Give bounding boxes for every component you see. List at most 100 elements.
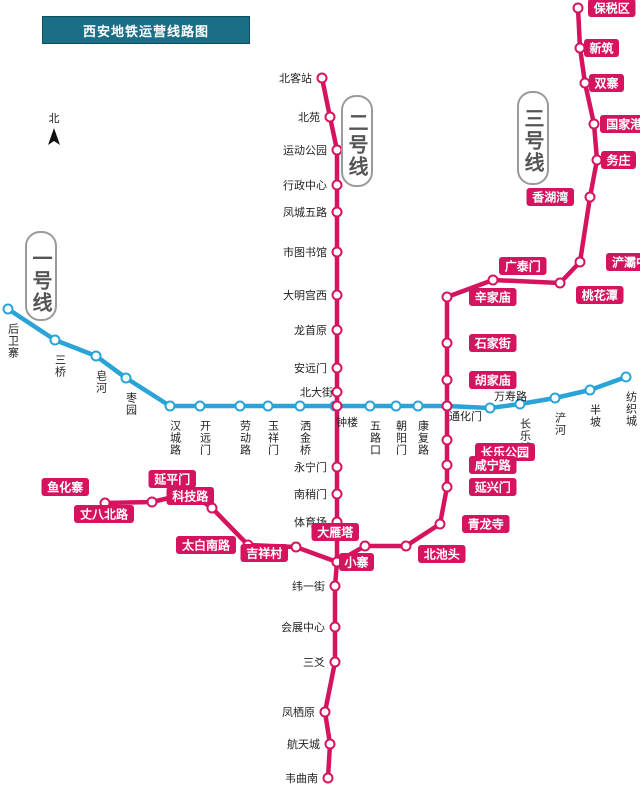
- line2-station-dot[interactable]: [331, 179, 343, 191]
- line3-station-tag: [469, 334, 517, 352]
- line1-station-dot[interactable]: [234, 400, 246, 412]
- line3-station-label: 太白南路: [182, 538, 231, 553]
- line1-station-dot[interactable]: [620, 371, 632, 383]
- line1-station-label: 劳动路: [239, 420, 252, 456]
- line3-station-tag: [240, 544, 288, 562]
- line3-station-dot[interactable]: [400, 540, 412, 552]
- line3-station-label: 香湖湾: [531, 190, 568, 205]
- line1-station-dot[interactable]: [514, 398, 526, 410]
- line3-station-dot[interactable]: [441, 434, 453, 446]
- line3-station-tag: [469, 456, 517, 474]
- line2-station-dot[interactable]: [331, 386, 343, 398]
- line3-station-tag: [589, 74, 624, 92]
- line2-station-label: 北客站: [279, 71, 312, 85]
- line1-station-dot[interactable]: [194, 400, 206, 412]
- line1-station-label: 枣园: [125, 392, 138, 416]
- line3-station-label: 科技路: [172, 489, 209, 504]
- line2-station-label: 凤城五路: [283, 206, 327, 219]
- line2-station-dot[interactable]: [331, 324, 343, 336]
- line3-station-label: 延平门: [153, 472, 190, 487]
- line3-station-tag: [606, 253, 640, 271]
- line3-station-dot[interactable]: [574, 256, 586, 268]
- line2-station-dot[interactable]: [319, 706, 331, 718]
- line3-station-label: 青龙寺: [468, 517, 504, 532]
- line3-station-dot[interactable]: [441, 459, 453, 471]
- line2-station-dot[interactable]: [329, 656, 341, 668]
- line2-name: 二号线: [345, 112, 369, 178]
- line1-station-label: 万寿路: [494, 389, 527, 403]
- line3-station-dot[interactable]: [441, 400, 453, 412]
- line3-station-dot[interactable]: [554, 277, 566, 289]
- line2-station-dot[interactable]: [331, 362, 343, 374]
- line3-station-tag: [418, 545, 466, 563]
- line2-station-label: 大明宫西: [283, 288, 327, 302]
- line3-station-dot[interactable]: [572, 2, 584, 14]
- line2-station-label: 北苑: [298, 111, 320, 124]
- line2-station-dot[interactable]: [331, 488, 343, 500]
- line3-station-dot[interactable]: [146, 496, 158, 508]
- line3-station-dot[interactable]: [441, 337, 453, 349]
- line2-station-label: 钟楼: [336, 415, 358, 429]
- line1-station-dot[interactable]: [2, 303, 14, 315]
- line1-station-dot[interactable]: [164, 400, 176, 412]
- line2-station-dot[interactable]: [331, 400, 343, 412]
- line1-station-label: 半坡: [589, 403, 602, 428]
- line1-station-label: 浐河: [554, 412, 567, 436]
- line3-station-dot[interactable]: [434, 518, 446, 530]
- line3-station-label: 胡家庙: [475, 373, 511, 388]
- line3-station-label: 吉祥村: [246, 546, 282, 561]
- line3-station-dot[interactable]: [584, 191, 596, 203]
- line3-station-dot[interactable]: [574, 42, 586, 54]
- line1-station-dot[interactable]: [364, 400, 376, 412]
- line3-station-dot[interactable]: [441, 481, 453, 493]
- line1-station-label: 皂河: [95, 369, 108, 394]
- line1-station-dot[interactable]: [120, 372, 132, 384]
- line2-station-dot[interactable]: [331, 246, 343, 258]
- line3-station-dot[interactable]: [359, 540, 371, 552]
- line3-station-dot[interactable]: [579, 77, 591, 89]
- line3-station-dot[interactable]: [588, 118, 600, 130]
- line1-station-dot[interactable]: [584, 384, 596, 396]
- line3-station-label: 长乐公园: [481, 445, 529, 460]
- line2-station-label: 龙首原: [294, 323, 327, 337]
- line1-station-dot[interactable]: [90, 350, 102, 362]
- line3-station-dot[interactable]: [591, 154, 603, 166]
- line2-station-dot[interactable]: [324, 111, 336, 123]
- line2-station-label: 永宁门: [294, 460, 327, 474]
- line1-station-label: 纺织城: [625, 390, 638, 427]
- line2-station-label: 三爻: [303, 656, 325, 669]
- line2-station-dot[interactable]: [316, 72, 328, 84]
- line2-station-dot[interactable]: [331, 461, 343, 473]
- line2-station-dot[interactable]: [331, 289, 343, 301]
- line3-station-label: 双寨: [594, 76, 618, 91]
- line2-station-dot[interactable]: [322, 772, 334, 784]
- line1-badge: [25, 231, 57, 321]
- line1-station-label: 通化门: [449, 409, 482, 423]
- line1-station-dot[interactable]: [484, 402, 496, 414]
- line1-station-dot[interactable]: [390, 400, 402, 412]
- line1-station-label: 洒金桥: [299, 420, 312, 456]
- line2-station-dot[interactable]: [329, 580, 341, 592]
- line3-station-label: 浐灞中心: [612, 255, 640, 270]
- line3-station-tag: [601, 151, 636, 169]
- line2-station-label: 韦曲南: [285, 772, 318, 785]
- line3-station-dot[interactable]: [441, 291, 453, 303]
- line3-station-dot[interactable]: [487, 274, 499, 286]
- line1-station-dot[interactable]: [549, 392, 561, 404]
- line3-station-tag: [469, 478, 517, 496]
- line1-station-dot[interactable]: [412, 400, 424, 412]
- line2-station-dot[interactable]: [331, 144, 343, 156]
- line2-station-label: 行政中心: [283, 178, 327, 192]
- line2-station-dot[interactable]: [331, 206, 343, 218]
- line3-station-label: 延兴门: [474, 480, 511, 495]
- line1-station-label: 玉祥门: [267, 420, 280, 456]
- line2-station-dot[interactable]: [324, 738, 336, 750]
- line3-station-dot[interactable]: [441, 374, 453, 386]
- line1-station-dot[interactable]: [262, 400, 274, 412]
- line3-station-dot[interactable]: [290, 541, 302, 553]
- line1-station-dot[interactable]: [49, 334, 61, 346]
- line1-station-dot[interactable]: [294, 400, 306, 412]
- line2-station-dot[interactable]: [329, 621, 341, 633]
- line3-station-tag: [311, 523, 359, 541]
